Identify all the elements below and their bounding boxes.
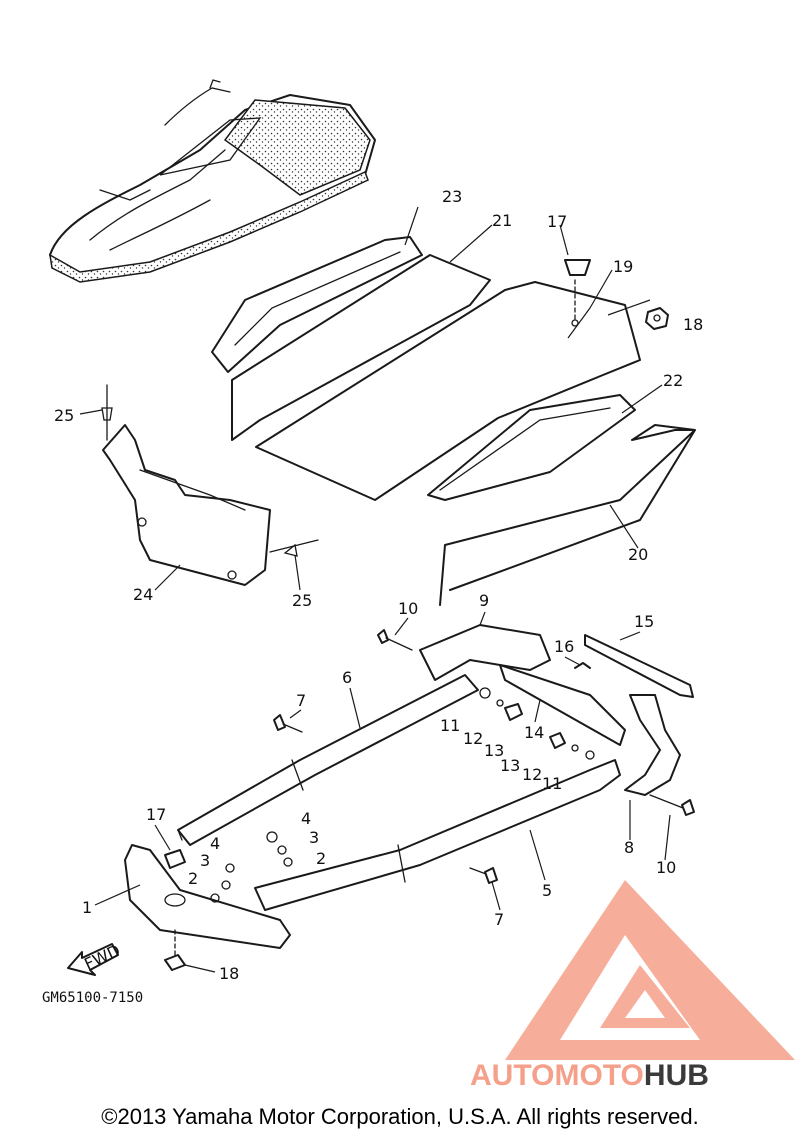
fwd-label: FWD (81, 941, 123, 974)
leader-lines (79, 224, 671, 973)
callout-8: 8 (624, 838, 634, 857)
callout-1: 1 (82, 898, 92, 917)
callout-21: 21 (492, 211, 512, 230)
callout-5: 5 (542, 881, 552, 900)
diagram-code: GM65100-7150 (42, 990, 143, 1006)
watermark-text: AUTOMOTOHUB (470, 1059, 709, 1092)
callout-15: 15 (634, 612, 654, 631)
callout-7: 7 (296, 691, 306, 710)
lower-rails (124, 624, 694, 949)
watermark-part1: AUTOMOTO (470, 1059, 644, 1092)
callout-2: 2 (316, 849, 326, 868)
fasteners-lower (164, 629, 695, 971)
callout-13: 13 (484, 741, 504, 760)
callout-10: 10 (656, 858, 676, 877)
callout-14: 14 (524, 723, 544, 742)
callout-25: 25 (292, 591, 312, 610)
callout-17: 17 (547, 212, 567, 231)
callout-7: 7 (494, 910, 504, 929)
watercraft-overview (49, 79, 376, 283)
callout-4: 4 (210, 834, 220, 853)
callout-22: 22 (663, 371, 683, 390)
callout-11: 11 (440, 716, 460, 735)
nut-18-upper (645, 307, 669, 330)
watermark-part2: HUB (644, 1059, 709, 1092)
copyright-text: ©2013 Yamaha Motor Corporation, U.S.A. A… (101, 1104, 698, 1129)
callout-12: 12 (463, 729, 483, 748)
watermark-logo (505, 880, 795, 1060)
callout-12: 12 (522, 765, 542, 784)
callout-3: 3 (200, 851, 210, 870)
callout-11: 11 (542, 774, 562, 793)
cap-17-upper (564, 259, 591, 327)
callout-labels: 23 21 17 19 18 22 25 24 25 20 10 9 15 16… (54, 187, 703, 983)
callout-25: 25 (54, 406, 74, 425)
forward-arrow (67, 943, 119, 976)
callout-3: 3 (309, 828, 319, 847)
callout-9: 9 (479, 591, 489, 610)
callout-13: 13 (500, 756, 520, 775)
callout-17: 17 (146, 805, 166, 824)
callout-16: 16 (554, 637, 574, 656)
callout-20: 20 (628, 545, 648, 564)
callout-2: 2 (188, 869, 198, 888)
callout-24: 24 (133, 585, 153, 604)
callout-6: 6 (342, 668, 352, 687)
callout-18: 18 (219, 964, 239, 983)
mat-group-upper (211, 206, 696, 606)
bracket-24 (101, 384, 319, 586)
callout-23: 23 (442, 187, 462, 206)
callout-4: 4 (301, 809, 311, 828)
callout-18: 18 (683, 315, 703, 334)
callout-10: 10 (398, 599, 418, 618)
callout-19: 19 (613, 257, 633, 276)
